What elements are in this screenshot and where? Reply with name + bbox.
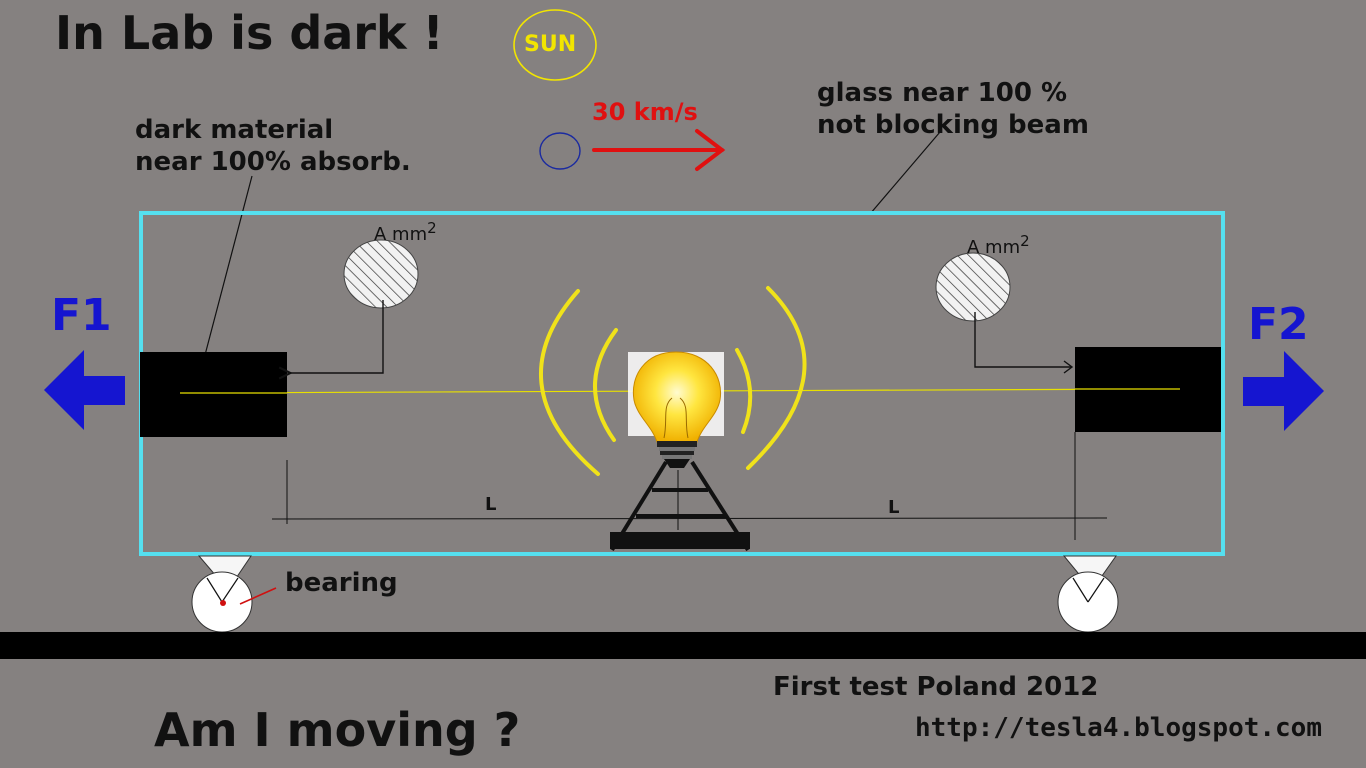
left-area-pointer (289, 300, 384, 373)
bearing-leader-line (239, 587, 277, 605)
glass-leader-line (869, 131, 941, 215)
glass-label-line-1: glass near 100 % (817, 78, 1068, 108)
right-area-circle (935, 252, 1011, 322)
glass-label-line-2: not blocking beam (817, 110, 1089, 140)
speed-label: 30 km/s (592, 98, 698, 126)
credit-label: First test Poland 2012 (773, 672, 1099, 702)
dark-material-leader-line (204, 175, 253, 356)
page-title: In Lab is dark ! (55, 6, 444, 60)
left-wheel (191, 555, 253, 633)
velocity-arrow (592, 129, 726, 171)
right-force-arrow (1243, 351, 1324, 431)
sun-label: SUN (524, 32, 577, 57)
light-bulb-icon (628, 351, 724, 468)
bearing-label: bearing (285, 568, 398, 598)
url-label: http://tesla4.blogspot.com (915, 713, 1322, 743)
dark-material-label-line-2: near 100% absorb. (135, 147, 411, 177)
left-area-circle (343, 239, 419, 309)
distance-right-label: L (888, 497, 900, 518)
distance-left-label: L (485, 494, 497, 515)
left-area-label: A mm2 (374, 219, 437, 245)
glass-label: glass near 100 % not blocking beam (817, 77, 1089, 141)
right-area-label: A mm2 (967, 232, 1030, 258)
question-label: Am I moving ? (154, 703, 521, 757)
dark-material-label-line-1: dark material (135, 115, 334, 145)
ground-bar (0, 632, 1366, 659)
distance-markers (271, 432, 1108, 540)
light-waves (538, 286, 807, 476)
dark-material-label: dark material near 100% absorb. (135, 114, 411, 178)
force-left-label: F1 (51, 290, 112, 341)
force-right-label: F2 (1248, 299, 1309, 350)
right-area-pointer (974, 312, 1074, 374)
earth-circle (539, 132, 581, 170)
left-dark-block (140, 352, 287, 437)
left-force-arrow (44, 350, 125, 430)
right-wheel (1057, 555, 1119, 633)
sun-circle (513, 9, 597, 81)
